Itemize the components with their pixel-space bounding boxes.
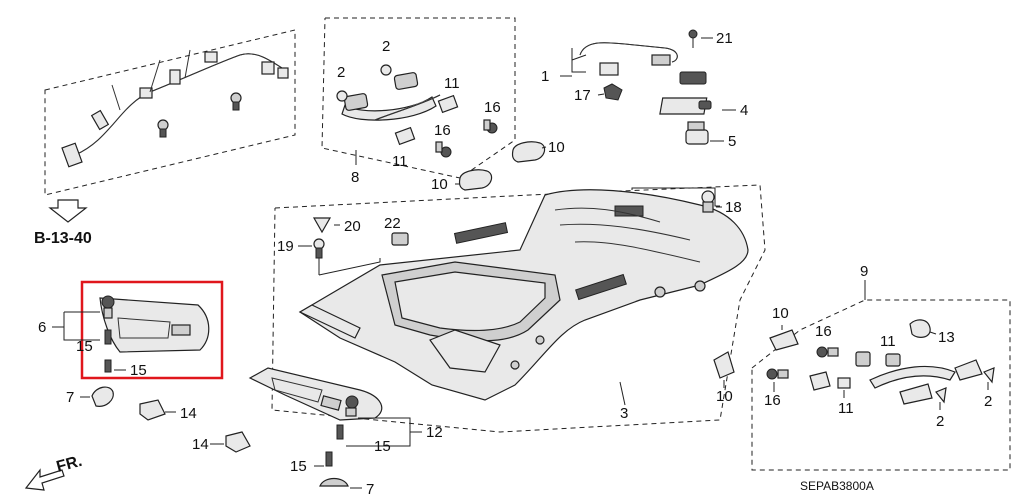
- callout-11: 11: [838, 400, 854, 417]
- callout-5: 5: [728, 133, 736, 150]
- callout-20: 20: [344, 218, 361, 235]
- callout-19: 19: [277, 238, 294, 255]
- reference-link-b-13-40[interactable]: B-13-40: [34, 230, 92, 247]
- callout-16: 16: [434, 122, 451, 139]
- callout-3: 3: [620, 405, 628, 422]
- callout-13: 13: [938, 329, 955, 346]
- left-small-parts: 7 14 14: [66, 386, 251, 453]
- callout-16: 16: [764, 392, 781, 409]
- callout-17: 17: [574, 87, 591, 104]
- wire-harness-group: B-13-40: [34, 29, 296, 247]
- cap-parts-upper: 10 10: [431, 139, 565, 193]
- callout-2: 2: [936, 413, 944, 430]
- callout-10: 10: [772, 305, 789, 322]
- rear-grab-handle-group: 9 10 10 16 16 11 11 13 2 2: [713, 263, 1011, 471]
- callout-15: 15: [374, 438, 391, 455]
- callout-22: 22: [384, 215, 401, 232]
- callout-9: 9: [860, 263, 868, 280]
- callout-15: 15: [76, 338, 93, 355]
- sun-visor-lower: 12 15 15 7: [248, 367, 443, 498]
- reference-arrow-icon: [48, 199, 88, 223]
- callout-14: 14: [192, 436, 209, 453]
- highlight-box: [80, 280, 224, 380]
- callout-18: 18: [725, 199, 742, 216]
- harness-clip: [157, 92, 242, 138]
- callout-10: 10: [716, 388, 733, 405]
- diagram-code: SEPAB3800A: [800, 479, 874, 493]
- callout-12: 12: [426, 424, 443, 441]
- callout-7: 7: [366, 481, 374, 498]
- front-arrow-icon: [24, 468, 65, 491]
- callout-15: 15: [130, 362, 147, 379]
- clip-18: [701, 190, 715, 213]
- sun-visor-highlighted: 6 15 15: [38, 280, 224, 380]
- callout-1: 1: [541, 68, 549, 85]
- callout-11: 11: [880, 333, 896, 350]
- callout-10: 10: [431, 176, 448, 193]
- callout-4: 4: [740, 102, 748, 119]
- headliner-group: 3 18: [271, 184, 766, 433]
- callout-8: 8: [351, 169, 359, 186]
- callout-15: 15: [290, 458, 307, 475]
- small-clips: 20 22 19: [277, 215, 409, 276]
- callout-2: 2: [984, 393, 992, 410]
- callout-11: 11: [392, 153, 408, 170]
- callout-10: 10: [548, 139, 565, 156]
- callout-21: 21: [716, 30, 733, 47]
- front-label: FR.: [55, 453, 84, 476]
- upper-right-parts: 1 17 21 4 5: [541, 29, 748, 150]
- callout-16: 16: [484, 99, 501, 116]
- callout-2: 2: [337, 64, 345, 81]
- callout-2: 2: [382, 38, 390, 55]
- grab-handle-group: 2 2 11 16 16 11 8: [321, 17, 516, 186]
- front-indicator: FR.: [24, 453, 84, 491]
- callout-11: 11: [444, 75, 460, 92]
- callout-16: 16: [815, 323, 832, 340]
- callout-14: 14: [180, 405, 197, 422]
- callout-6: 6: [38, 319, 46, 336]
- callout-7: 7: [66, 389, 74, 406]
